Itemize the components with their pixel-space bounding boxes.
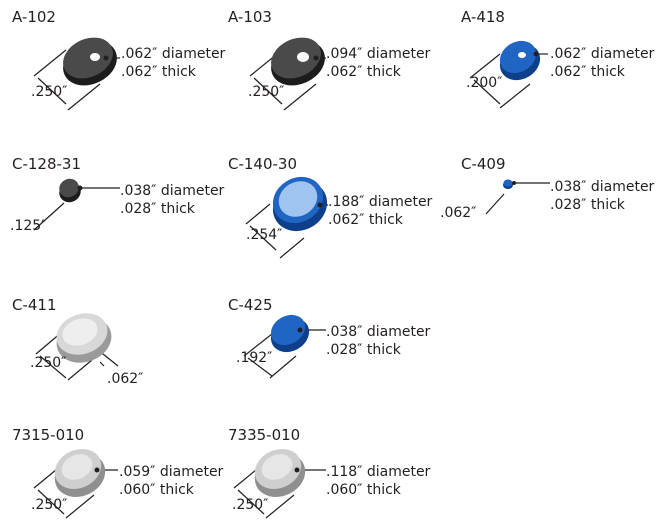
dimension-label: .200″ xyxy=(466,75,503,91)
dimension-label: .250″ xyxy=(248,84,285,100)
part-number: A-102 xyxy=(12,8,56,26)
thickness-spec: .062″ thick xyxy=(550,64,625,80)
dimension-label: .250″ xyxy=(30,355,67,371)
part-number: A-418 xyxy=(461,8,505,26)
diameter-spec: .062″ diameter xyxy=(121,46,226,62)
part-number: C-128-31 xyxy=(12,155,82,173)
thickness-spec: .028″ thick xyxy=(326,342,401,358)
thickness-spec: .062″ thick xyxy=(121,64,196,80)
dimension-lines xyxy=(33,187,120,231)
thickness-spec: .028″ thick xyxy=(550,197,625,213)
dimension-label: .192″ xyxy=(236,350,273,366)
dimension-label: .250″ xyxy=(232,497,269,513)
spec-block: .188″ diameter .062″ thick xyxy=(328,193,432,229)
spec-block: .038″ diameter .028″ thick xyxy=(326,323,430,359)
part-number: C-411 xyxy=(12,296,57,314)
thickness-spec: .028″ thick xyxy=(120,201,195,217)
spec-block: .038″ diameter .028″ thick xyxy=(120,182,224,218)
part-number: 7315-010 xyxy=(12,426,85,444)
diameter-spec: .094″ diameter xyxy=(326,46,431,62)
diameter-spec: .038″ diameter xyxy=(550,179,655,195)
part-number: C-409 xyxy=(461,155,506,173)
dimension-label: .125″ xyxy=(10,218,47,234)
thickness-spec: .062″ thick xyxy=(326,64,401,80)
dimension-label: .250″ xyxy=(31,84,68,100)
dimension-label: .250″ xyxy=(31,497,68,513)
thickness-spec: .060″ thick xyxy=(119,482,194,498)
spec-block: .062″ diameter .062″ thick xyxy=(121,45,225,81)
diameter-spec: .188″ diameter xyxy=(328,194,433,210)
diameter-spec: .118″ diameter xyxy=(326,464,431,480)
spec-block: .118″ diameter .060″ thick xyxy=(326,463,430,499)
dimension-label: .062″ xyxy=(107,371,144,387)
thickness-spec: .060″ thick xyxy=(326,482,401,498)
part-number: A-103 xyxy=(228,8,272,26)
spec-block: .059″ diameter .060″ thick xyxy=(119,463,223,499)
part-number: C-140-30 xyxy=(228,155,298,173)
spec-block: .062″ diameter .062″ thick xyxy=(550,45,654,81)
part-number: C-425 xyxy=(228,296,273,314)
part-number: 7335-010 xyxy=(228,426,301,444)
dimension-label: .062″ xyxy=(440,205,477,221)
diameter-spec: .062″ diameter xyxy=(550,46,655,62)
dimension-label: .254″ xyxy=(246,227,283,243)
dimension-lines xyxy=(469,53,548,109)
spec-block: .094″ diameter .062″ thick xyxy=(326,45,430,81)
dimension-lines xyxy=(485,182,550,215)
thickness-spec: .062″ thick xyxy=(328,212,403,228)
diameter-spec: .038″ diameter xyxy=(120,183,225,199)
diameter-spec: .038″ diameter xyxy=(326,324,431,340)
spec-block: .038″ diameter .028″ thick xyxy=(550,178,654,214)
diameter-spec: .059″ diameter xyxy=(119,464,224,480)
